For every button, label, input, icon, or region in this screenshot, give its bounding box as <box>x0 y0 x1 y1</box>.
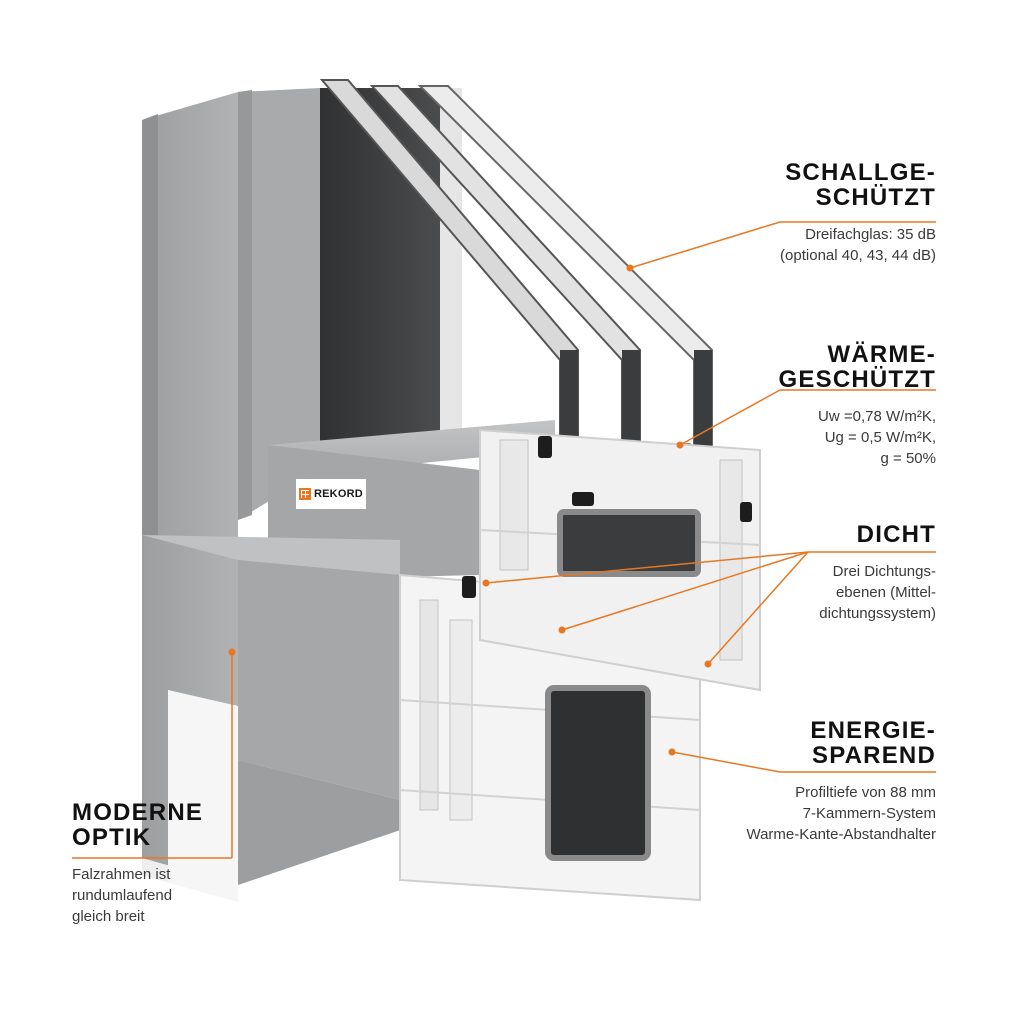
leader-lines <box>72 221 936 859</box>
rekord-logo-text: REKORD <box>314 488 363 500</box>
gaskets <box>462 436 752 598</box>
callout-description: Falzrahmen ist rundumlaufend gleich brei… <box>72 866 173 925</box>
callout-dicht: DICHT Drei Dichtungs- ebenen (Mittel- di… <box>696 522 936 624</box>
callout-waermegeschuetzt: WÄRME- GESCHÜTZT Uw =0,78 W/m²K, Ug = 0,… <box>696 342 936 469</box>
callout-description: Drei Dichtungs- ebenen (Mittel- dichtung… <box>819 563 936 622</box>
callout-title: DICHT <box>856 521 936 548</box>
bottom-frame <box>142 535 430 902</box>
callout-schallgeschuetzt: SCHALLGE- SCHÜTZT Dreifachglas: 35 dB (o… <box>696 160 936 266</box>
steel-reinforcement <box>545 509 701 861</box>
callout-title: WÄRME- GESCHÜTZT <box>778 341 936 393</box>
callout-description: Uw =0,78 W/m²K, Ug = 0,5 W/m²K, g = 50% <box>818 408 936 467</box>
callout-description: Profiltiefe von 88 mm 7-Kammern-System W… <box>746 784 936 843</box>
leader-dots <box>228 264 712 756</box>
rekord-logo-icon <box>299 488 311 500</box>
callout-moderne-optik: MODERNE OPTIK Falzrahmen ist rundumlaufe… <box>72 800 312 927</box>
callout-energiesparend: ENERGIE- SPAREND Profiltiefe von 88 mm 7… <box>636 718 936 845</box>
callout-title: MODERNE OPTIK <box>72 799 204 851</box>
rekord-logo: REKORD <box>296 479 366 509</box>
callout-description: Dreifachglas: 35 dB (optional 40, 43, 44… <box>780 226 936 264</box>
callout-title: ENERGIE- SPAREND <box>810 717 936 769</box>
callout-title: SCHALLGE- SCHÜTZT <box>785 159 936 211</box>
